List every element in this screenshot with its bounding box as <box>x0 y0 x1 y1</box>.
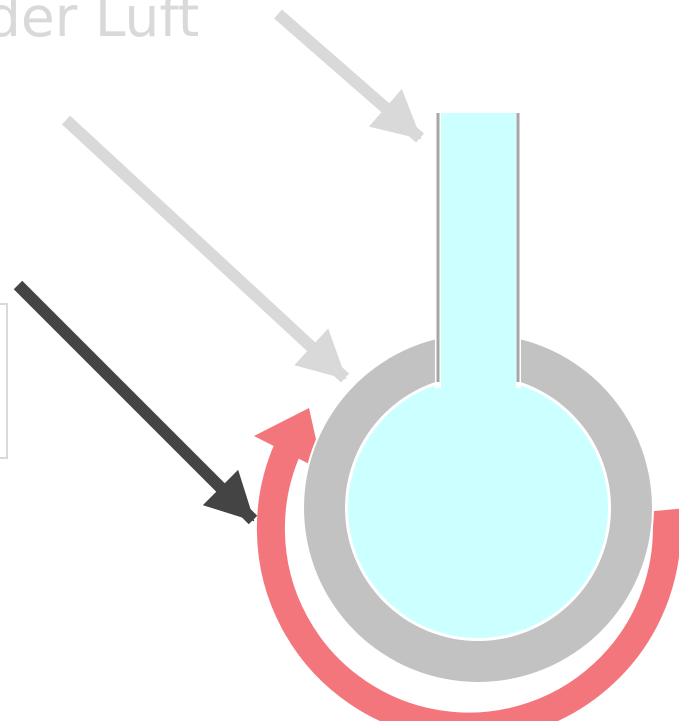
wall-arrow-icon <box>66 120 345 378</box>
flask-neck <box>441 113 516 388</box>
flask-bulb <box>348 378 608 638</box>
air-arrow-icon <box>278 14 420 138</box>
circulation-arrow-icon <box>18 285 253 520</box>
